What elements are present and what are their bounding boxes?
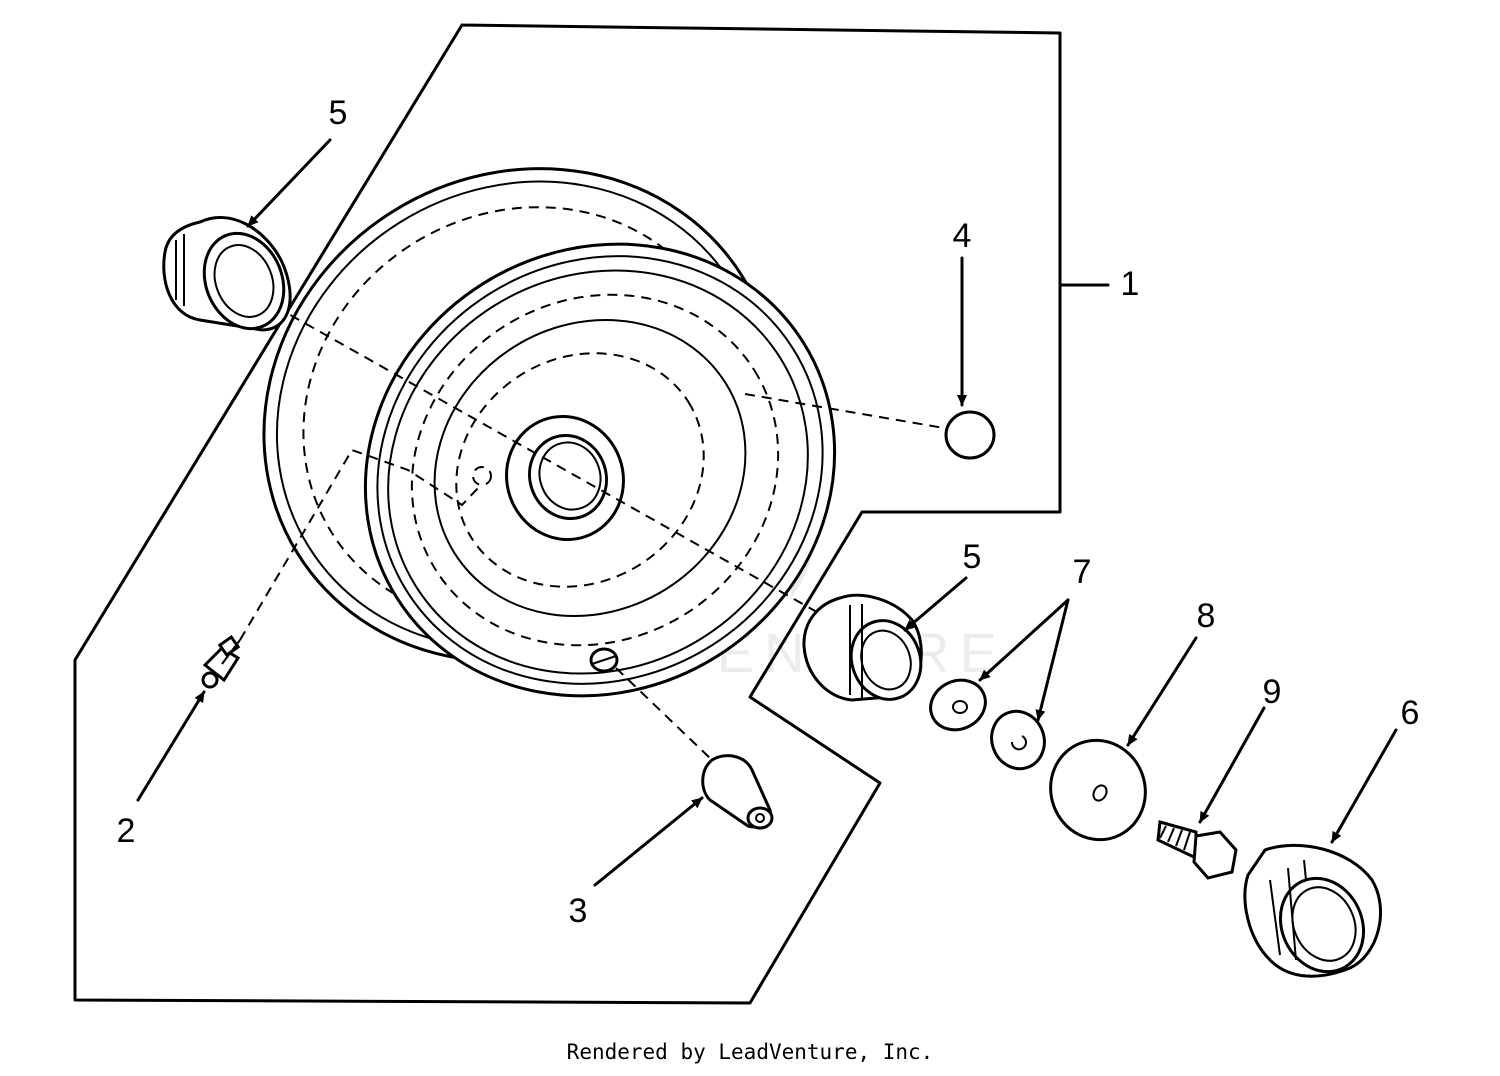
part-6-hub-cap <box>1243 843 1382 978</box>
footer-credit: Rendered by LeadVenture, Inc. <box>566 1040 934 1064</box>
wheel-rim <box>239 167 837 698</box>
callout-2: 2 <box>117 812 136 850</box>
callout-6: 6 <box>1401 694 1420 732</box>
part-4-plug <box>744 393 996 460</box>
callout-3: 3 <box>569 892 588 930</box>
assembly-boundary-outline <box>73 23 1062 1005</box>
callout-1: 1 <box>1121 265 1140 303</box>
callout-9: 9 <box>1263 673 1282 711</box>
callout-5-right: 5 <box>963 538 982 576</box>
part-3-valve-stem <box>615 667 774 830</box>
part-2-grease-fitting <box>201 634 241 689</box>
callout-7: 7 <box>1073 553 1092 591</box>
part-7-washers <box>929 678 1046 771</box>
callout-4: 4 <box>953 217 972 255</box>
axle-center-line <box>245 289 841 626</box>
callout-5-left: 5 <box>329 94 348 132</box>
part-5-left-bearing <box>162 216 292 332</box>
part-9-bolt <box>1156 820 1238 880</box>
part-8-washer <box>1049 738 1147 842</box>
callout-8: 8 <box>1197 597 1216 635</box>
part-5-right-bearing <box>802 593 923 702</box>
callout-leaders <box>136 138 1398 887</box>
